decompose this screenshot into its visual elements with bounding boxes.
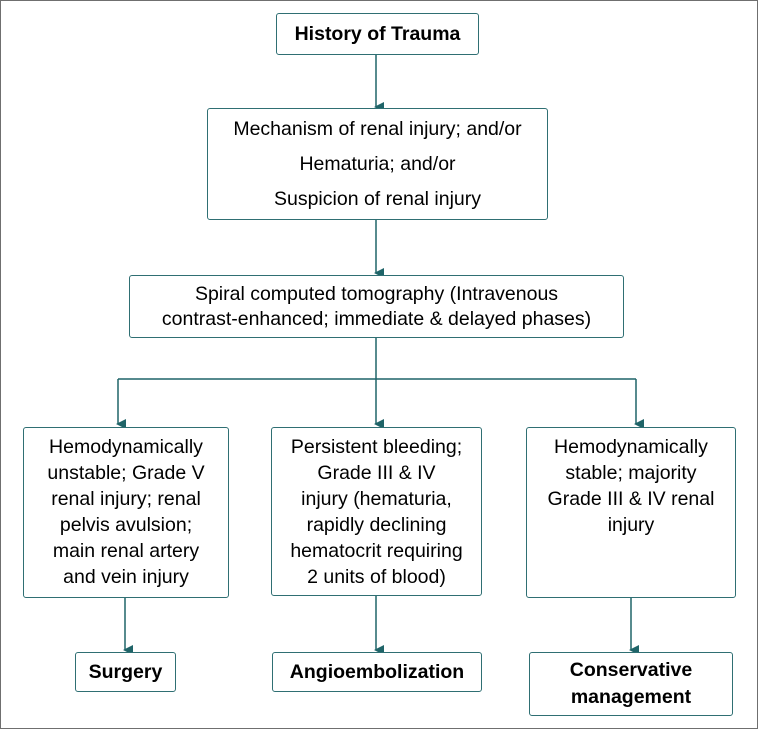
bleeding-line-6: 2 units of blood) [307, 566, 446, 588]
suspicion-line-1: Mechanism of renal injury; and/or [233, 117, 522, 140]
unstable-line-3: renal injury; renal [51, 488, 201, 510]
stable-line-3: Grade III & IV renal [547, 488, 715, 510]
bleeding-line-1: Persistent bleeding; [290, 436, 463, 458]
node-angioembolization: Angioembolization [272, 652, 482, 692]
suspicion-line-2: Hematuria; and/or [299, 152, 456, 175]
node-history-of-trauma: History of Trauma [276, 13, 479, 55]
unstable-line-4: pelvis avulsion; [59, 514, 193, 536]
stable-line-1: Hemodynamically [554, 436, 708, 458]
angio-label: Angioembolization [289, 660, 465, 683]
node-hemodynamically-stable: Hemodynamically stable; majority Grade I… [526, 427, 736, 598]
unstable-line-2: unstable; Grade V [47, 462, 205, 484]
node-surgery: Surgery [75, 652, 176, 692]
node-hemodynamically-unstable: Hemodynamically unstable; Grade V renal … [23, 427, 229, 598]
bleeding-line-4: rapidly declining [306, 514, 447, 536]
ct-line-2: contrast-enhanced; immediate & delayed p… [161, 307, 592, 330]
node-spiral-ct: Spiral computed tomography (Intravenous … [129, 275, 624, 338]
node-history-label: History of Trauma [294, 22, 461, 45]
conservative-line-1: Conservative [569, 659, 693, 681]
node-persistent-bleeding: Persistent bleeding; Grade III & IV inju… [271, 427, 482, 596]
conservative-line-2: management [570, 686, 692, 708]
bleeding-line-2: Grade III & IV [317, 462, 436, 484]
stable-line-2: stable; majority [565, 462, 697, 484]
unstable-line-1: Hemodynamically [49, 436, 203, 458]
surgery-label: Surgery [88, 660, 163, 683]
node-conservative-management: Conservative management [529, 652, 733, 716]
node-suspicion: Mechanism of renal injury; and/or Hematu… [207, 108, 548, 220]
bleeding-line-3: injury (hematuria, [301, 488, 452, 510]
suspicion-line-3: Suspicion of renal injury [273, 187, 482, 210]
unstable-line-5: main renal artery [52, 540, 200, 562]
unstable-line-6: and vein injury [63, 566, 189, 588]
stable-line-4: injury [607, 514, 655, 536]
ct-line-1: Spiral computed tomography (Intravenous [194, 282, 559, 305]
bleeding-line-5: hematocrit requiring [290, 540, 463, 562]
